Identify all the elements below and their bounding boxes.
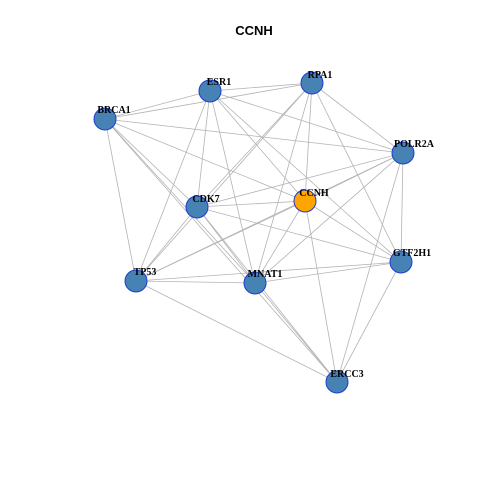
node-circle-rpa1 bbox=[300, 71, 324, 95]
edge-polr2a-cdk7 bbox=[196, 152, 404, 208]
edge-esr1-polr2a bbox=[209, 90, 404, 154]
node-circle-esr1 bbox=[198, 79, 222, 103]
edge-esr1-cdk7 bbox=[196, 90, 211, 208]
edge-brca1-tp53 bbox=[104, 118, 137, 282]
node-label-mnat1: MNAT1 bbox=[248, 269, 283, 280]
edge-ccnh-cdk7 bbox=[196, 200, 306, 208]
node-mnat1: MNAT1 bbox=[243, 269, 283, 295]
node-circle-ercc3 bbox=[325, 370, 349, 394]
edge-brca1-cdk7 bbox=[104, 118, 198, 208]
node-label-cdk7: CDK7 bbox=[192, 194, 219, 205]
edge-rpa1-tp53 bbox=[135, 82, 313, 282]
edge-ccnh-tp53 bbox=[135, 200, 306, 282]
edge-gtf2h1-ercc3 bbox=[336, 261, 402, 383]
edges-layer bbox=[104, 82, 404, 383]
node-esr1: ESR1 bbox=[198, 77, 231, 103]
edge-tp53-mnat1 bbox=[135, 280, 256, 284]
node-cdk7: CDK7 bbox=[185, 194, 220, 219]
edge-esr1-mnat1 bbox=[209, 90, 256, 284]
node-rpa1: RPA1 bbox=[300, 70, 333, 95]
edge-rpa1-mnat1 bbox=[254, 82, 313, 284]
edge-brca1-mnat1 bbox=[104, 118, 256, 284]
node-label-polr2a: POLR2A bbox=[394, 139, 435, 150]
edge-esr1-brca1 bbox=[104, 90, 211, 120]
node-circle-polr2a bbox=[391, 141, 415, 165]
edge-polr2a-gtf2h1 bbox=[400, 152, 404, 263]
edge-mnat1-ercc3 bbox=[254, 282, 338, 383]
graph-title: CCNH bbox=[235, 23, 273, 38]
node-label-tp53: TP53 bbox=[134, 267, 157, 278]
edge-ccnh-gtf2h1 bbox=[304, 200, 402, 263]
edge-esr1-gtf2h1 bbox=[209, 90, 402, 263]
node-label-ercc3: ERCC3 bbox=[330, 369, 363, 380]
node-circle-mnat1 bbox=[243, 271, 267, 295]
edge-ccnh-mnat1 bbox=[254, 200, 306, 284]
edge-tp53-ercc3 bbox=[135, 280, 338, 383]
node-circle-gtf2h1 bbox=[389, 250, 413, 274]
edge-esr1-rpa1 bbox=[209, 82, 313, 92]
edge-cdk7-ercc3 bbox=[196, 206, 338, 383]
node-circle-brca1 bbox=[93, 107, 117, 131]
node-circle-cdk7 bbox=[185, 195, 209, 219]
node-label-gtf2h1: GTF2H1 bbox=[393, 248, 431, 259]
edge-rpa1-polr2a bbox=[311, 82, 404, 154]
edge-polr2a-ercc3 bbox=[336, 152, 404, 383]
edge-cdk7-gtf2h1 bbox=[196, 206, 402, 263]
node-label-rpa1: RPA1 bbox=[308, 70, 333, 81]
node-label-ccnh: CCNH bbox=[299, 188, 329, 199]
node-brca1: BRCA1 bbox=[93, 105, 131, 131]
edge-cdk7-tp53 bbox=[135, 206, 198, 282]
edge-polr2a-mnat1 bbox=[254, 152, 404, 284]
edge-brca1-ercc3 bbox=[104, 118, 338, 383]
edge-ccnh-ercc3 bbox=[304, 200, 338, 383]
node-circle-tp53 bbox=[124, 269, 148, 293]
node-circle-ccnh bbox=[293, 189, 317, 213]
node-ccnh: CCNH bbox=[293, 188, 329, 213]
node-polr2a: POLR2A bbox=[391, 139, 435, 165]
edge-esr1-tp53 bbox=[135, 90, 211, 282]
node-tp53: TP53 bbox=[124, 267, 157, 293]
node-gtf2h1: GTF2H1 bbox=[389, 248, 431, 274]
edge-tp53-gtf2h1 bbox=[135, 261, 402, 282]
edge-rpa1-gtf2h1 bbox=[311, 82, 402, 263]
edge-rpa1-cdk7 bbox=[196, 82, 313, 208]
edge-mnat1-gtf2h1 bbox=[254, 261, 402, 284]
node-label-brca1: BRCA1 bbox=[97, 105, 130, 116]
node-label-esr1: ESR1 bbox=[207, 77, 231, 88]
edge-brca1-polr2a bbox=[104, 118, 404, 154]
node-ercc3: ERCC3 bbox=[325, 369, 364, 394]
